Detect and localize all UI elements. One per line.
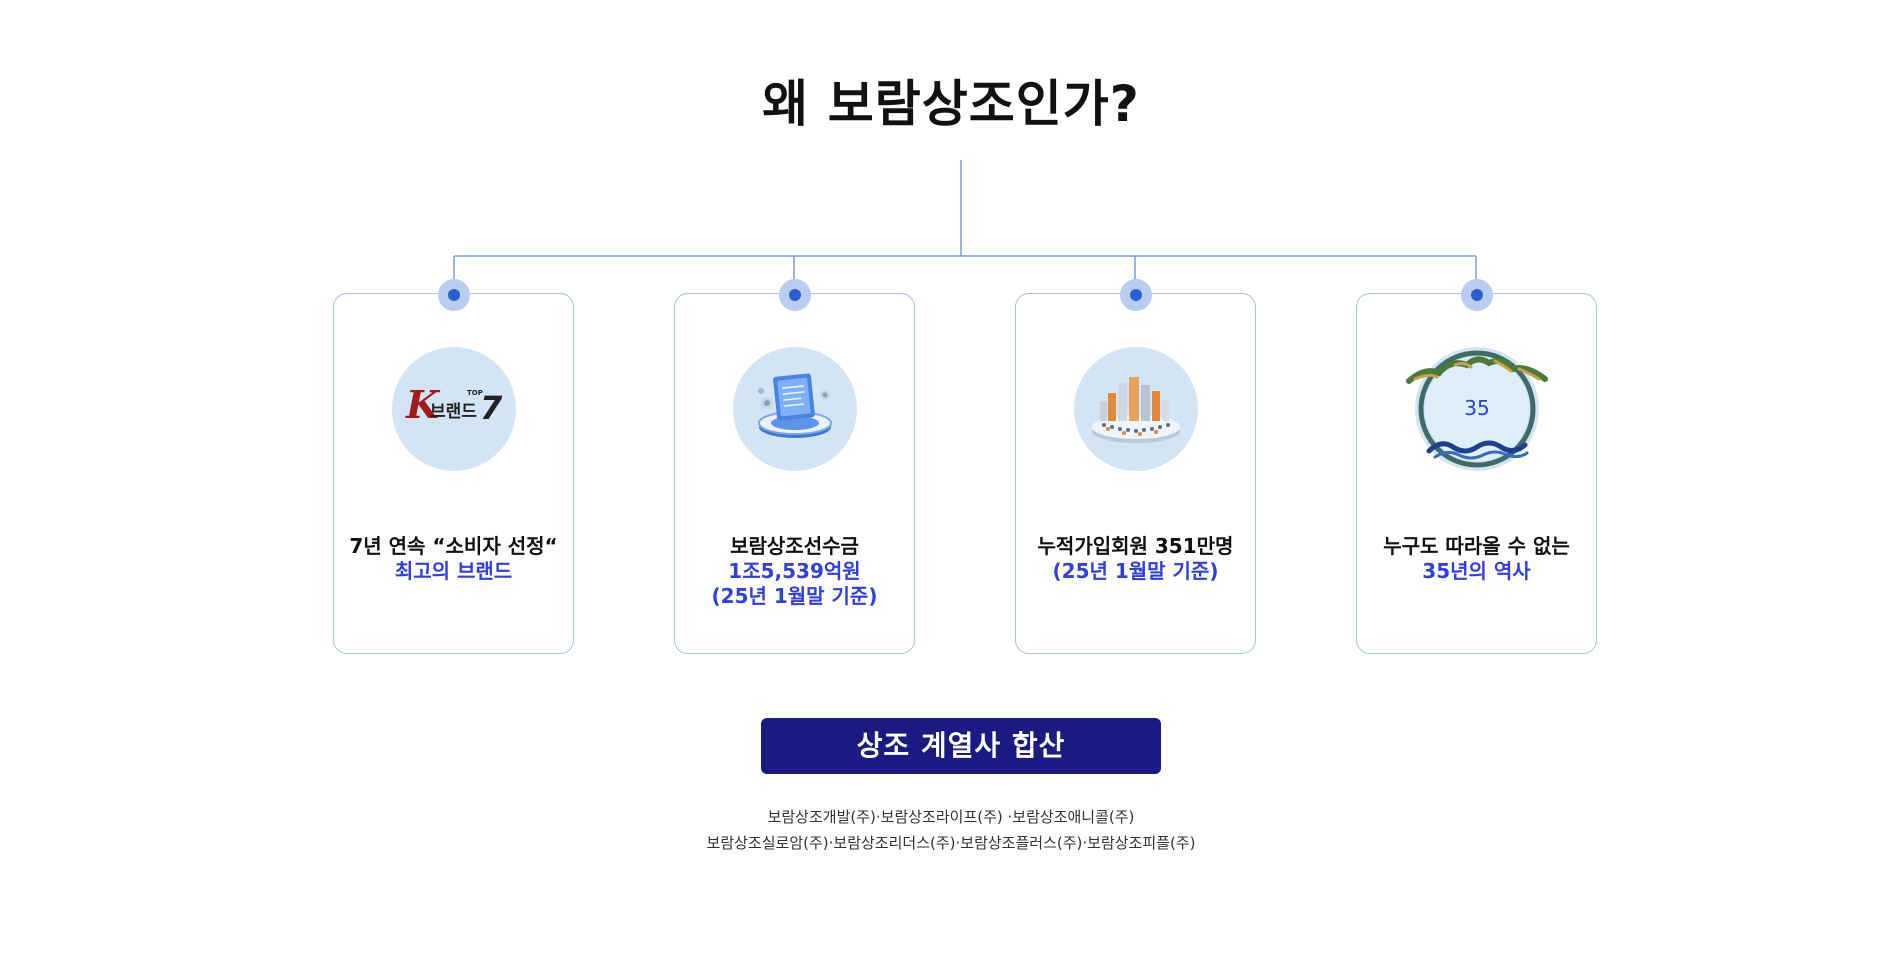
k-brand-top7-logo-icon: K 브랜드 TOP 7 [391,347,516,471]
tree-connector [453,160,1477,280]
card-line-2: 최고의 브랜드 [394,559,513,583]
card-line-1: 7년 연속 “소비자 선정“ [349,534,558,558]
card-line-2: 35년의 역사 [1422,559,1531,583]
connector-dot [778,279,811,311]
connector-dot [1460,279,1493,311]
anniversary-35-wreath-icon: 35 [1405,347,1548,471]
card-text: 누적가입회원 351만명 (25년 1월말 기준) [1016,534,1255,584]
card-text: 보람상조선수금 1조5,539억원 (25년 1월말 기준) [675,534,914,609]
affiliates-line-2: 보람상조실로암(주)·보람상조리더스(주)·보람상조플러스(주)·보람상조피플(… [706,834,1196,852]
card-text: 7년 연속 “소비자 선정“ 최고의 브랜드 [334,534,573,584]
card-k-brand: K 브랜드 TOP 7 7년 연속 “소비자 선정“ 최고의 브랜드 [333,279,574,654]
card-deposit: 보람상조선수금 1조5,539억원 (25년 1월말 기준) [674,279,915,654]
card-line-1: 누구도 따라올 수 없는 [1383,534,1570,558]
connector-dot [1119,279,1152,311]
connector-dot [437,279,470,311]
svg-text:K: K [405,382,441,427]
card-line-2: (25년 1월말 기준) [1052,559,1219,583]
card-line-1: 누적가입회원 351만명 [1037,534,1234,558]
card-text: 누구도 따라올 수 없는 35년의 역사 [1357,534,1596,584]
card-line-1: 보람상조선수금 [730,534,859,558]
card-line-2: 1조5,539억원 [728,559,861,583]
affiliates-total-badge: 상조 계열사 합산 [761,718,1161,774]
svg-text:35: 35 [1464,396,1489,420]
svg-text:브랜드: 브랜드 [430,402,477,422]
card-line-3: (25년 1월말 기준) [711,584,878,608]
affiliates-list: 보람상조개발(주)·보람상조라이프(주) ·보람상조애니콜(주) 보람상조실로암… [0,804,1902,856]
svg-text:7: 7 [480,389,503,427]
affiliates-line-1: 보람상조개발(주)·보람상조라이프(주) ·보람상조애니콜(주) [767,808,1135,826]
city-crowd-icon [1073,347,1198,471]
document-deposit-icon [732,347,857,471]
svg-text:TOP: TOP [467,389,483,397]
card-members: 누적가입회원 351만명 (25년 1월말 기준) [1015,279,1256,654]
card-history: 35 누구도 따라올 수 없는 35년의 역사 [1356,279,1597,654]
page-title: 왜 보람상조인가? [762,75,1140,133]
